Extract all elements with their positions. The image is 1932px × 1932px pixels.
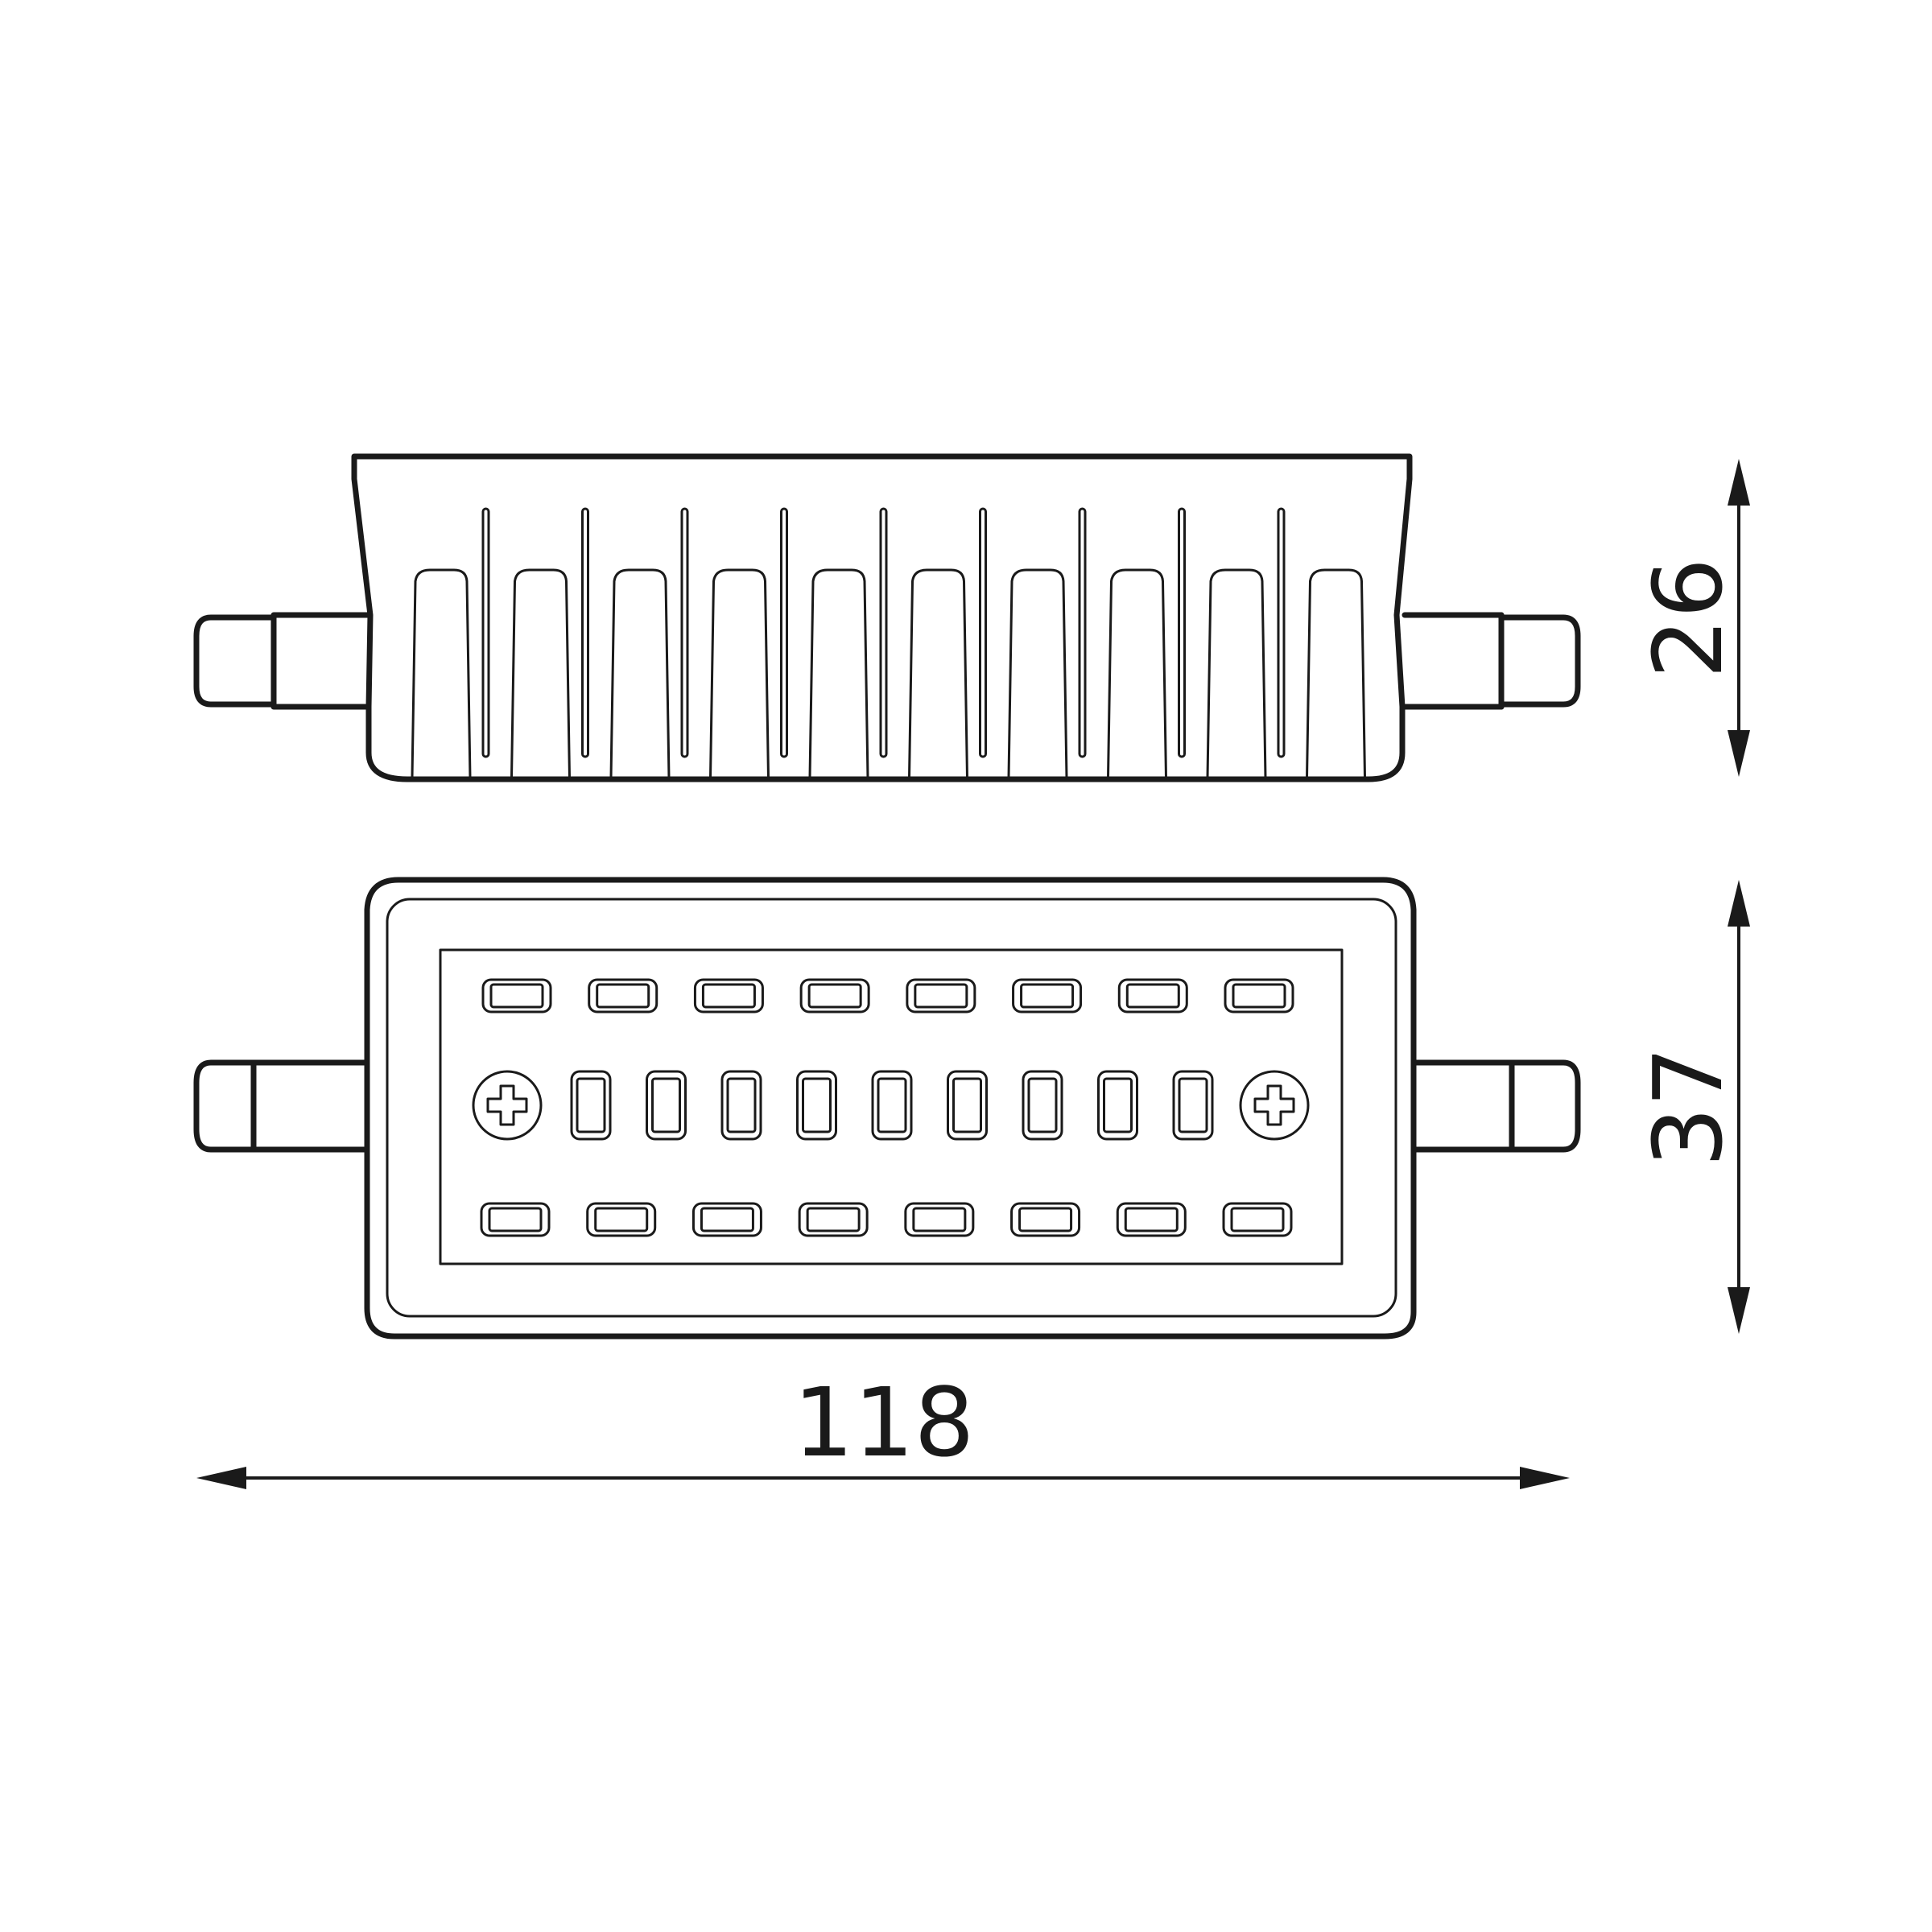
led-array [480,978,1294,1237]
heatsink-fin [510,568,571,779]
heatsink-fins [411,568,1366,779]
led-chip [691,1202,762,1237]
led-chip [646,1070,687,1141]
screw-cross-icon [1253,1084,1295,1126]
led-chip [570,1070,612,1141]
heatsink-fin [1206,568,1267,779]
led-chip-lens [489,983,544,1009]
led-chip [1224,978,1294,1013]
led-chip [720,1070,762,1141]
led-chip-lens [807,983,862,1009]
front-right-pin [1402,1059,1581,1153]
heatsink-fin [1306,568,1366,779]
led-chip-lens [806,1207,861,1232]
led-chip-lens [1018,1207,1073,1232]
led-chip [1117,978,1188,1013]
front-left-pin [193,1059,374,1153]
led-chip-lens [1178,1077,1208,1133]
led-chip [798,1202,869,1237]
led-chip-lens [877,1077,907,1133]
led-chip [947,1070,988,1141]
front-view [193,877,1581,1340]
heatsink-fin [1007,568,1068,779]
led-chip [1022,1070,1063,1141]
led-chip [1010,1202,1081,1237]
led-chip-lens [1103,1077,1133,1133]
dimension-height: 26 [1633,459,1750,777]
led-chip [906,978,976,1013]
heatsink-fin [609,568,671,779]
led-chip [904,1202,975,1237]
side-right-pin [1402,612,1581,710]
led-chip-lens [701,983,756,1009]
led-chip-lens [802,1077,832,1133]
heatsink-rib [680,507,689,758]
led-board [439,948,1344,1265]
led-chip [586,1202,657,1237]
heatsink-rib [1277,507,1286,758]
heatsink-rib [481,507,490,758]
dimension-width: 37 [1633,880,1750,1334]
led-chip-lens [1124,1207,1179,1232]
heatsink-rib [581,507,589,758]
dimension-length-label: 118 [793,1367,974,1478]
led-chip-lens [700,1207,754,1232]
led-chip-lens [596,983,650,1009]
led-chip-lens [726,1077,757,1133]
led-chip [1012,978,1083,1013]
led-chip [1097,1070,1138,1141]
led-chip [796,1070,837,1141]
led-chip-lens [1230,1207,1285,1232]
led-chip [799,978,870,1013]
led-chip-lens [1020,983,1075,1009]
heatsink-fin [908,568,968,779]
heatsink-ribs [481,507,1286,758]
led-chip-lens [651,1077,681,1133]
led-chip [1116,1202,1187,1237]
heatsink-fin [1107,568,1167,779]
led-chip-lens [488,1207,543,1232]
heatsink-rib [979,507,987,758]
heatsink-fin [808,568,869,779]
led-chip-lens [1027,1077,1058,1133]
dimension-height-label: 26 [1633,558,1744,679]
led-chip-lens [1125,983,1180,1009]
led-chip-lens [912,1207,967,1232]
led-chip [1222,1202,1293,1237]
side-left-pin [193,612,374,710]
led-chip [1172,1070,1214,1141]
led-chip [481,978,552,1013]
heatsink-rib [1078,507,1087,758]
screw-cross-icon [486,1084,528,1126]
dimension-width-label: 37 [1633,1046,1744,1167]
led-chip [871,1070,913,1141]
heatsink-rib [879,507,888,758]
screw-head [472,1070,543,1141]
led-chip-lens [1232,983,1286,1009]
screw-head [1239,1070,1310,1141]
heatsink-fin [709,568,770,779]
side-view [193,453,1581,782]
led-chip [588,978,658,1013]
heatsink-rib [1178,507,1186,758]
front-bezel [386,898,1397,1318]
led-chip-lens [594,1207,649,1232]
led-chip-lens [576,1077,606,1133]
led-chip [480,1202,551,1237]
screws [472,1070,1310,1141]
led-chip-lens [914,983,968,1009]
front-housing [364,877,1417,1340]
dimension-length: 118 [196,1367,1570,1489]
led-chip-lens [952,1077,982,1133]
led-chip [693,978,764,1013]
heatsink-fin [411,568,472,779]
heatsink-rib [780,507,788,758]
